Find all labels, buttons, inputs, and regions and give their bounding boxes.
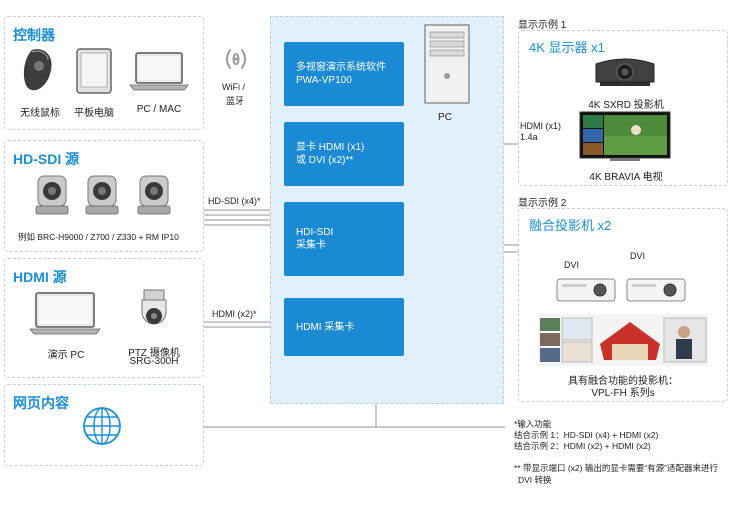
4k-projector-label: 4K SXRD 投影机 bbox=[588, 100, 664, 111]
example2-panel: 融合投影机 x2 bbox=[518, 208, 728, 402]
tablet-icon bbox=[76, 48, 112, 94]
brc-camera-icon bbox=[85, 172, 119, 216]
example2-header: 显示示例 2 bbox=[518, 198, 567, 209]
pc-label: PC bbox=[438, 112, 452, 123]
gpu-line2: 或 DVI (x2)** bbox=[296, 155, 354, 166]
example1-link-line2: 1.4a bbox=[520, 132, 538, 142]
brc-camera-icon bbox=[35, 172, 69, 216]
hdmi-link-label: HDMI (x2)* bbox=[212, 309, 257, 319]
wifi-icon bbox=[224, 46, 248, 72]
globe-icon bbox=[82, 406, 122, 446]
dvi-label-1: DVI bbox=[564, 260, 580, 270]
fusion-projector-icon bbox=[556, 278, 616, 304]
hdmi-card-label: HDMI 采集卡 bbox=[296, 321, 355, 333]
demo-pc-label: 演示 PC bbox=[47, 350, 85, 361]
4k-tv-icon bbox=[579, 111, 671, 162]
ptz-camera-icon bbox=[140, 289, 168, 336]
tablet-label: 平板电脑 bbox=[74, 108, 114, 119]
note-adapter: ** 带显示端口 (x2) 输出的显卡需要“有源”适配器来进行 bbox=[514, 463, 719, 473]
sdi-card-line1: HDI-SDI bbox=[296, 227, 334, 238]
fusion-projector-icon bbox=[626, 278, 686, 304]
brc-camera-icon bbox=[137, 172, 171, 216]
hdsdi-link-label: HD-SDI (x4)* bbox=[208, 196, 261, 206]
note-dvi-conversion: DVI 转换 bbox=[518, 475, 552, 485]
wireless-mouse-label: 无线鼠标 bbox=[20, 108, 60, 119]
laptop-icon bbox=[129, 52, 189, 92]
laptop-icon bbox=[29, 292, 101, 336]
blended-screen-image bbox=[538, 314, 708, 366]
software-line1: 多视窗演示系统软件 bbox=[296, 62, 386, 73]
hdsdi-title: HD-SDI 源 bbox=[13, 151, 80, 167]
controllers-title: 控制器 bbox=[13, 27, 55, 43]
wifi-label-line1: WiFi / bbox=[222, 82, 245, 92]
software-line2: PWA-VP100 bbox=[296, 75, 352, 86]
wifi-label-line2: 蓝牙 bbox=[226, 96, 245, 106]
note-example2: 结合示例 2：HDMI (x2) + HDMI (x2) bbox=[514, 441, 651, 451]
gpu-line1: 显卡 HDMI (x1) bbox=[296, 142, 365, 153]
pc-tower-icon bbox=[424, 24, 470, 104]
note-input-function: *输入功能 bbox=[514, 419, 552, 429]
example1-link-line1: HDMI (x1) bbox=[520, 121, 561, 131]
example2-caption-line2: VPL-FH 系列s bbox=[591, 388, 655, 399]
ptz-label-line1: PTZ 摄像机 bbox=[128, 348, 180, 359]
wireless-mouse-icon bbox=[22, 48, 56, 94]
hdmi-capture-card: HDMI 采集卡 bbox=[284, 298, 404, 356]
ptz-label-line2: SRG-300H bbox=[129, 356, 179, 367]
example2-caption-line1: 具有融合功能的投影机： bbox=[568, 376, 678, 387]
4k-projector-icon bbox=[592, 54, 658, 88]
note-example1: 结合示例 1：HD-SDI (x4) + HDMI (x2) bbox=[514, 430, 659, 440]
example1-header: 显示示例 1 bbox=[518, 20, 567, 31]
example1-title: 4K 显示器 x1 bbox=[529, 40, 605, 55]
software-card: 多视窗演示系统软件 PWA-VP100 bbox=[284, 42, 404, 106]
pc-mac-label: PC / MAC bbox=[136, 104, 182, 115]
sdi-capture-card: HDI-SDI 采集卡 bbox=[284, 202, 404, 276]
dvi-label-2: DVI bbox=[630, 251, 646, 261]
gpu-card: 显卡 HDMI (x1) 或 DVI (x2)** bbox=[284, 122, 404, 186]
example2-title: 融合投影机 x2 bbox=[529, 218, 612, 233]
sdi-card-line2: 采集卡 bbox=[296, 240, 326, 251]
web-title: 网页内容 bbox=[13, 395, 69, 411]
hdmi-source-title: HDMI 源 bbox=[13, 269, 67, 285]
hdsdi-caption: 例如 BRC-H9000 / Z700 / Z330 + RM IP10 bbox=[18, 232, 179, 242]
4k-tv-label: 4K BRAVIA 电视 bbox=[589, 172, 663, 183]
